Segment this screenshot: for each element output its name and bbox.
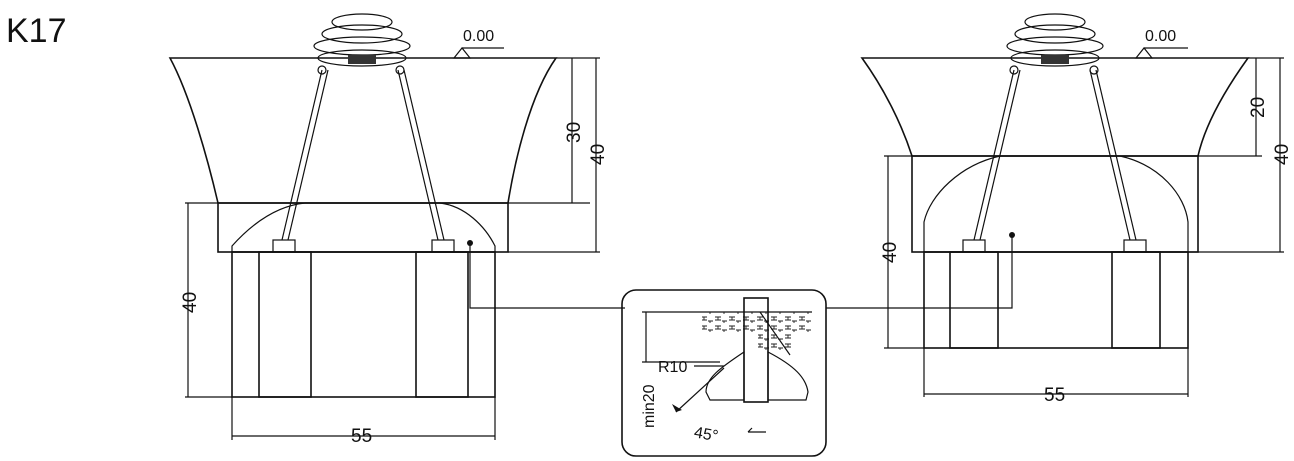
- left-edge-panel-1: [258, 251, 312, 398]
- left-pavement-layer: [168, 57, 558, 204]
- right-base-layer: [911, 155, 1199, 253]
- left-dim-line-width: [231, 397, 496, 440]
- right-strap-1: [973, 69, 1021, 241]
- right-callout-leader: [826, 235, 1013, 309]
- left-detail: 0.00 30 40 40 55: [168, 13, 625, 447]
- left-anchor-bracket-1: [272, 239, 296, 253]
- right-anchor-bracket-2: [1123, 239, 1147, 253]
- inset-min-depth-label: min20: [641, 384, 658, 428]
- inset-radius-label: R10: [658, 359, 687, 376]
- left-dim-extension-lines: [508, 57, 600, 253]
- inset-post: [743, 297, 769, 403]
- right-dim-line-width: [923, 348, 1189, 397]
- left-callout-leader: [469, 243, 625, 309]
- left-strap-1: [281, 69, 329, 241]
- inset-angle-leader: [675, 367, 725, 413]
- right-dim-block-label: 40: [880, 242, 901, 263]
- right-concrete-bedding: [923, 155, 1189, 253]
- right-dim-width-label: 55: [1044, 385, 1065, 406]
- right-dim-40-label: 40: [1272, 144, 1293, 165]
- left-anchor-bracket-2: [431, 239, 455, 253]
- drawing-title: K17: [6, 12, 67, 50]
- left-base-layer: [217, 202, 509, 253]
- right-concrete-block: [923, 251, 1189, 349]
- left-concrete-bedding: [231, 202, 496, 253]
- inset-dim-depth: [642, 311, 720, 363]
- left-dim-line-block: [185, 202, 232, 398]
- left-edge-panel-2: [415, 251, 469, 398]
- inset-ground-top: [702, 312, 812, 332]
- inset-frame: [621, 289, 827, 457]
- right-level-label: 0.00: [1145, 28, 1176, 45]
- left-dim-40-label: 40: [588, 144, 609, 165]
- right-edge-panel-2: [1111, 251, 1161, 349]
- left-strap-2: [397, 69, 445, 241]
- inset-footing-left: [705, 350, 745, 401]
- right-detail: 0.00 20 40 40 55: [826, 13, 1293, 406]
- left-dim-30-label: 30: [564, 122, 585, 143]
- left-dim-width-label: 55: [351, 426, 372, 447]
- right-anchor-bracket-1: [962, 239, 986, 253]
- left-dim-block-label: 40: [180, 292, 201, 313]
- left-anchor-coil-icon: [313, 13, 411, 75]
- right-dim-line-block: [884, 155, 924, 349]
- inset-angle-label: 45°: [693, 424, 720, 445]
- right-level-marker: [1134, 47, 1188, 59]
- right-anchor-coil-icon: [1006, 13, 1104, 75]
- inset-detail: min20 R10 45°: [621, 289, 827, 457]
- left-level-label: 0.00: [463, 28, 494, 45]
- right-pavement-layer: [860, 57, 1250, 157]
- right-edge-panel-1: [949, 251, 999, 349]
- left-level-marker: [452, 47, 504, 59]
- left-concrete-block: [231, 251, 496, 398]
- right-dim-extension-lines: [1188, 57, 1284, 253]
- right-strap-2: [1089, 69, 1137, 241]
- inset-footing-right: [767, 351, 809, 401]
- right-dim-20-label: 20: [1248, 97, 1269, 118]
- inset-angle-arrow: [747, 427, 766, 433]
